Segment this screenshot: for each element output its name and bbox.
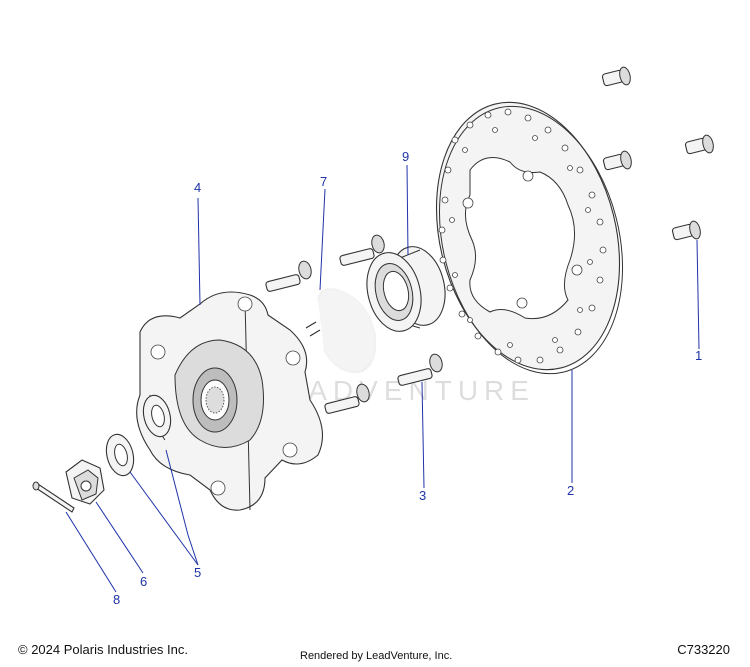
copyright-notice: © 2024 Polaris Industries Inc. xyxy=(18,642,188,657)
wheel-stud-2[interactable] xyxy=(265,260,313,292)
callout-4[interactable]: 4 xyxy=(194,180,201,195)
cotter-pin[interactable] xyxy=(32,481,75,513)
callout-6[interactable]: 6 xyxy=(140,574,147,589)
callout-2[interactable]: 2 xyxy=(567,483,574,498)
washer-1[interactable] xyxy=(139,392,174,439)
brake-disc[interactable] xyxy=(410,83,650,393)
callout-leaders xyxy=(65,164,700,593)
callout-3[interactable]: 3 xyxy=(419,488,426,503)
disc-vent-holes xyxy=(438,108,607,364)
disc-bolt-2[interactable] xyxy=(684,134,715,155)
callout-7[interactable]: 7 xyxy=(320,174,327,189)
callout-1[interactable]: 1 xyxy=(695,348,702,363)
rendered-by-credit: Rendered by LeadVenture, Inc. xyxy=(300,650,453,662)
callout-9[interactable]: 9 xyxy=(402,149,409,164)
snap-ring[interactable] xyxy=(305,288,377,374)
wheel-stud-4[interactable] xyxy=(324,383,371,414)
callout-5[interactable]: 5 xyxy=(194,565,201,580)
wheel-stud-3[interactable] xyxy=(397,353,444,386)
disc-bolt-3[interactable] xyxy=(602,150,633,171)
wheel-hub[interactable] xyxy=(136,291,324,511)
disc-bolt-1[interactable] xyxy=(601,66,632,87)
disc-bolt-4[interactable] xyxy=(671,220,702,241)
washer-2[interactable] xyxy=(102,431,137,478)
castle-nut[interactable] xyxy=(65,459,105,505)
callout-8[interactable]: 8 xyxy=(113,592,120,607)
wheel-bearing[interactable] xyxy=(359,241,453,337)
wheel-stud-1[interactable] xyxy=(339,234,386,266)
diagram-code: C733220 xyxy=(677,642,730,657)
